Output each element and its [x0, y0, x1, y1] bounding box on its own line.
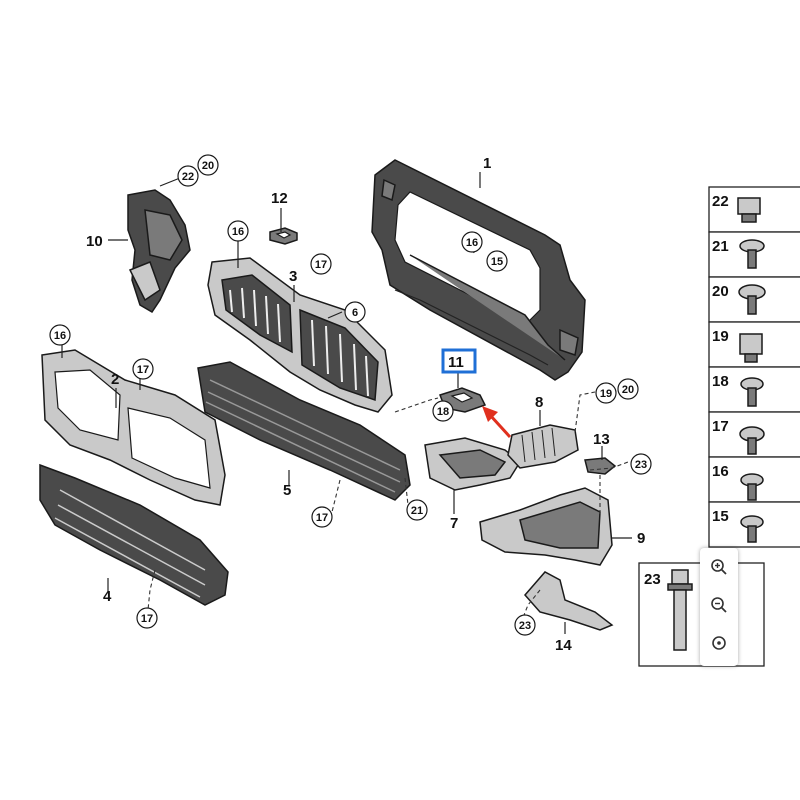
label-2: 2: [111, 371, 119, 388]
fastener-21-screw: [739, 239, 765, 269]
zoom-in-button[interactable]: [700, 548, 738, 586]
label-3: 3: [289, 268, 297, 285]
callout-6: 6: [344, 301, 366, 323]
callout-21: 21: [406, 499, 428, 521]
reset-view-button[interactable]: [700, 624, 738, 662]
part-10-duct: [127, 189, 191, 314]
callout-23-a: 23: [630, 453, 652, 475]
svg-text:23: 23: [519, 620, 531, 632]
callout-20-right: 20: [617, 378, 639, 400]
svg-text:17: 17: [315, 259, 327, 271]
fastener-label-19: 19: [712, 328, 729, 345]
fastener-15-clip: [740, 515, 764, 543]
zoom-controls: [700, 548, 738, 666]
label-13: 13: [593, 431, 610, 448]
callout-16-a: 16: [227, 220, 249, 242]
svg-text:23: 23: [635, 459, 647, 471]
callout-16-c: 16: [49, 324, 71, 346]
fastener-16-rivet: [740, 473, 764, 501]
fastener-17-rivet: [739, 426, 765, 455]
fastener-18-screw: [740, 377, 764, 407]
fastener-table: 22 21 20 19 18 17 16 15: [638, 186, 800, 667]
red-arrow: [482, 406, 512, 439]
callout-22-top: 22: [177, 165, 199, 187]
svg-text:15: 15: [491, 256, 503, 268]
fastener-19-nut: [739, 333, 763, 363]
label-7: 7: [450, 515, 458, 532]
bolt-label-23: 23: [644, 571, 661, 588]
part-7-duct: [424, 437, 521, 491]
label-8: 8: [535, 394, 543, 411]
fastener-20-screw: [738, 284, 766, 315]
part-8-connector: [507, 424, 579, 469]
part-5-shutter: [197, 361, 411, 501]
callout-23-b: 23: [514, 614, 536, 636]
fastener-label-15: 15: [712, 508, 729, 525]
callout-17-a: 17: [310, 253, 332, 275]
fastener-label-22: 22: [712, 193, 729, 210]
label-5: 5: [283, 482, 291, 499]
label-14: 14: [555, 637, 572, 654]
part-numbers: 1 2 3 4 5 7 8 9 10 11 12 13 14: [86, 155, 645, 654]
bolt-23: [667, 569, 693, 651]
label-12: 12: [271, 190, 288, 207]
callout-18: 18: [432, 400, 454, 422]
fastener-label-17: 17: [712, 418, 729, 435]
callout-15: 15: [486, 250, 508, 272]
part-12-bracket: [269, 227, 298, 245]
svg-text:20: 20: [202, 160, 214, 172]
svg-text:22: 22: [182, 171, 194, 183]
svg-text:16: 16: [466, 237, 478, 249]
part-14-bracket: [524, 571, 614, 631]
svg-text:21: 21: [411, 505, 423, 517]
svg-text:20: 20: [622, 384, 634, 396]
svg-text:17: 17: [137, 364, 149, 376]
zoom-out-button[interactable]: [700, 586, 738, 624]
fastener-label-16: 16: [712, 463, 729, 480]
part-2-carrier: [41, 349, 226, 506]
svg-text:19: 19: [600, 388, 612, 400]
svg-text:6: 6: [352, 307, 358, 319]
fastener-label-18: 18: [712, 373, 729, 390]
label-10: 10: [86, 233, 103, 250]
svg-text:17: 17: [141, 613, 153, 625]
callout-17-c: 17: [311, 506, 333, 528]
part-1-frame: [371, 159, 586, 381]
circled-callouts: 6 22 20 16 17 16 15 16: [49, 154, 652, 636]
part-3-grille-carrier: [207, 257, 393, 413]
svg-text:16: 16: [232, 226, 244, 238]
callout-16-b: 16: [461, 231, 483, 253]
svg-text:17: 17: [316, 512, 328, 524]
fastener-label-20: 20: [712, 283, 729, 300]
label-11: 11: [448, 354, 464, 371]
zoom-in-icon: [710, 558, 728, 576]
callout-17-b: 17: [132, 358, 154, 380]
svg-text:16: 16: [54, 330, 66, 342]
callout-20-top: 20: [197, 154, 219, 176]
label-4: 4: [103, 588, 112, 605]
label-9: 9: [637, 530, 645, 547]
svg-text:18: 18: [437, 406, 449, 418]
zoom-out-icon: [710, 596, 728, 614]
fastener-22-clip: [737, 197, 761, 223]
part-9-duct: [479, 487, 613, 566]
label-1: 1: [483, 155, 491, 172]
reset-view-icon: [710, 634, 728, 652]
fastener-label-21: 21: [712, 238, 729, 255]
part-4-lower-grille: [39, 463, 229, 606]
highlight-box: [441, 348, 477, 374]
part-13-clip: [584, 457, 617, 475]
callout-19: 19: [595, 382, 617, 404]
callout-17-d: 17: [136, 607, 158, 629]
